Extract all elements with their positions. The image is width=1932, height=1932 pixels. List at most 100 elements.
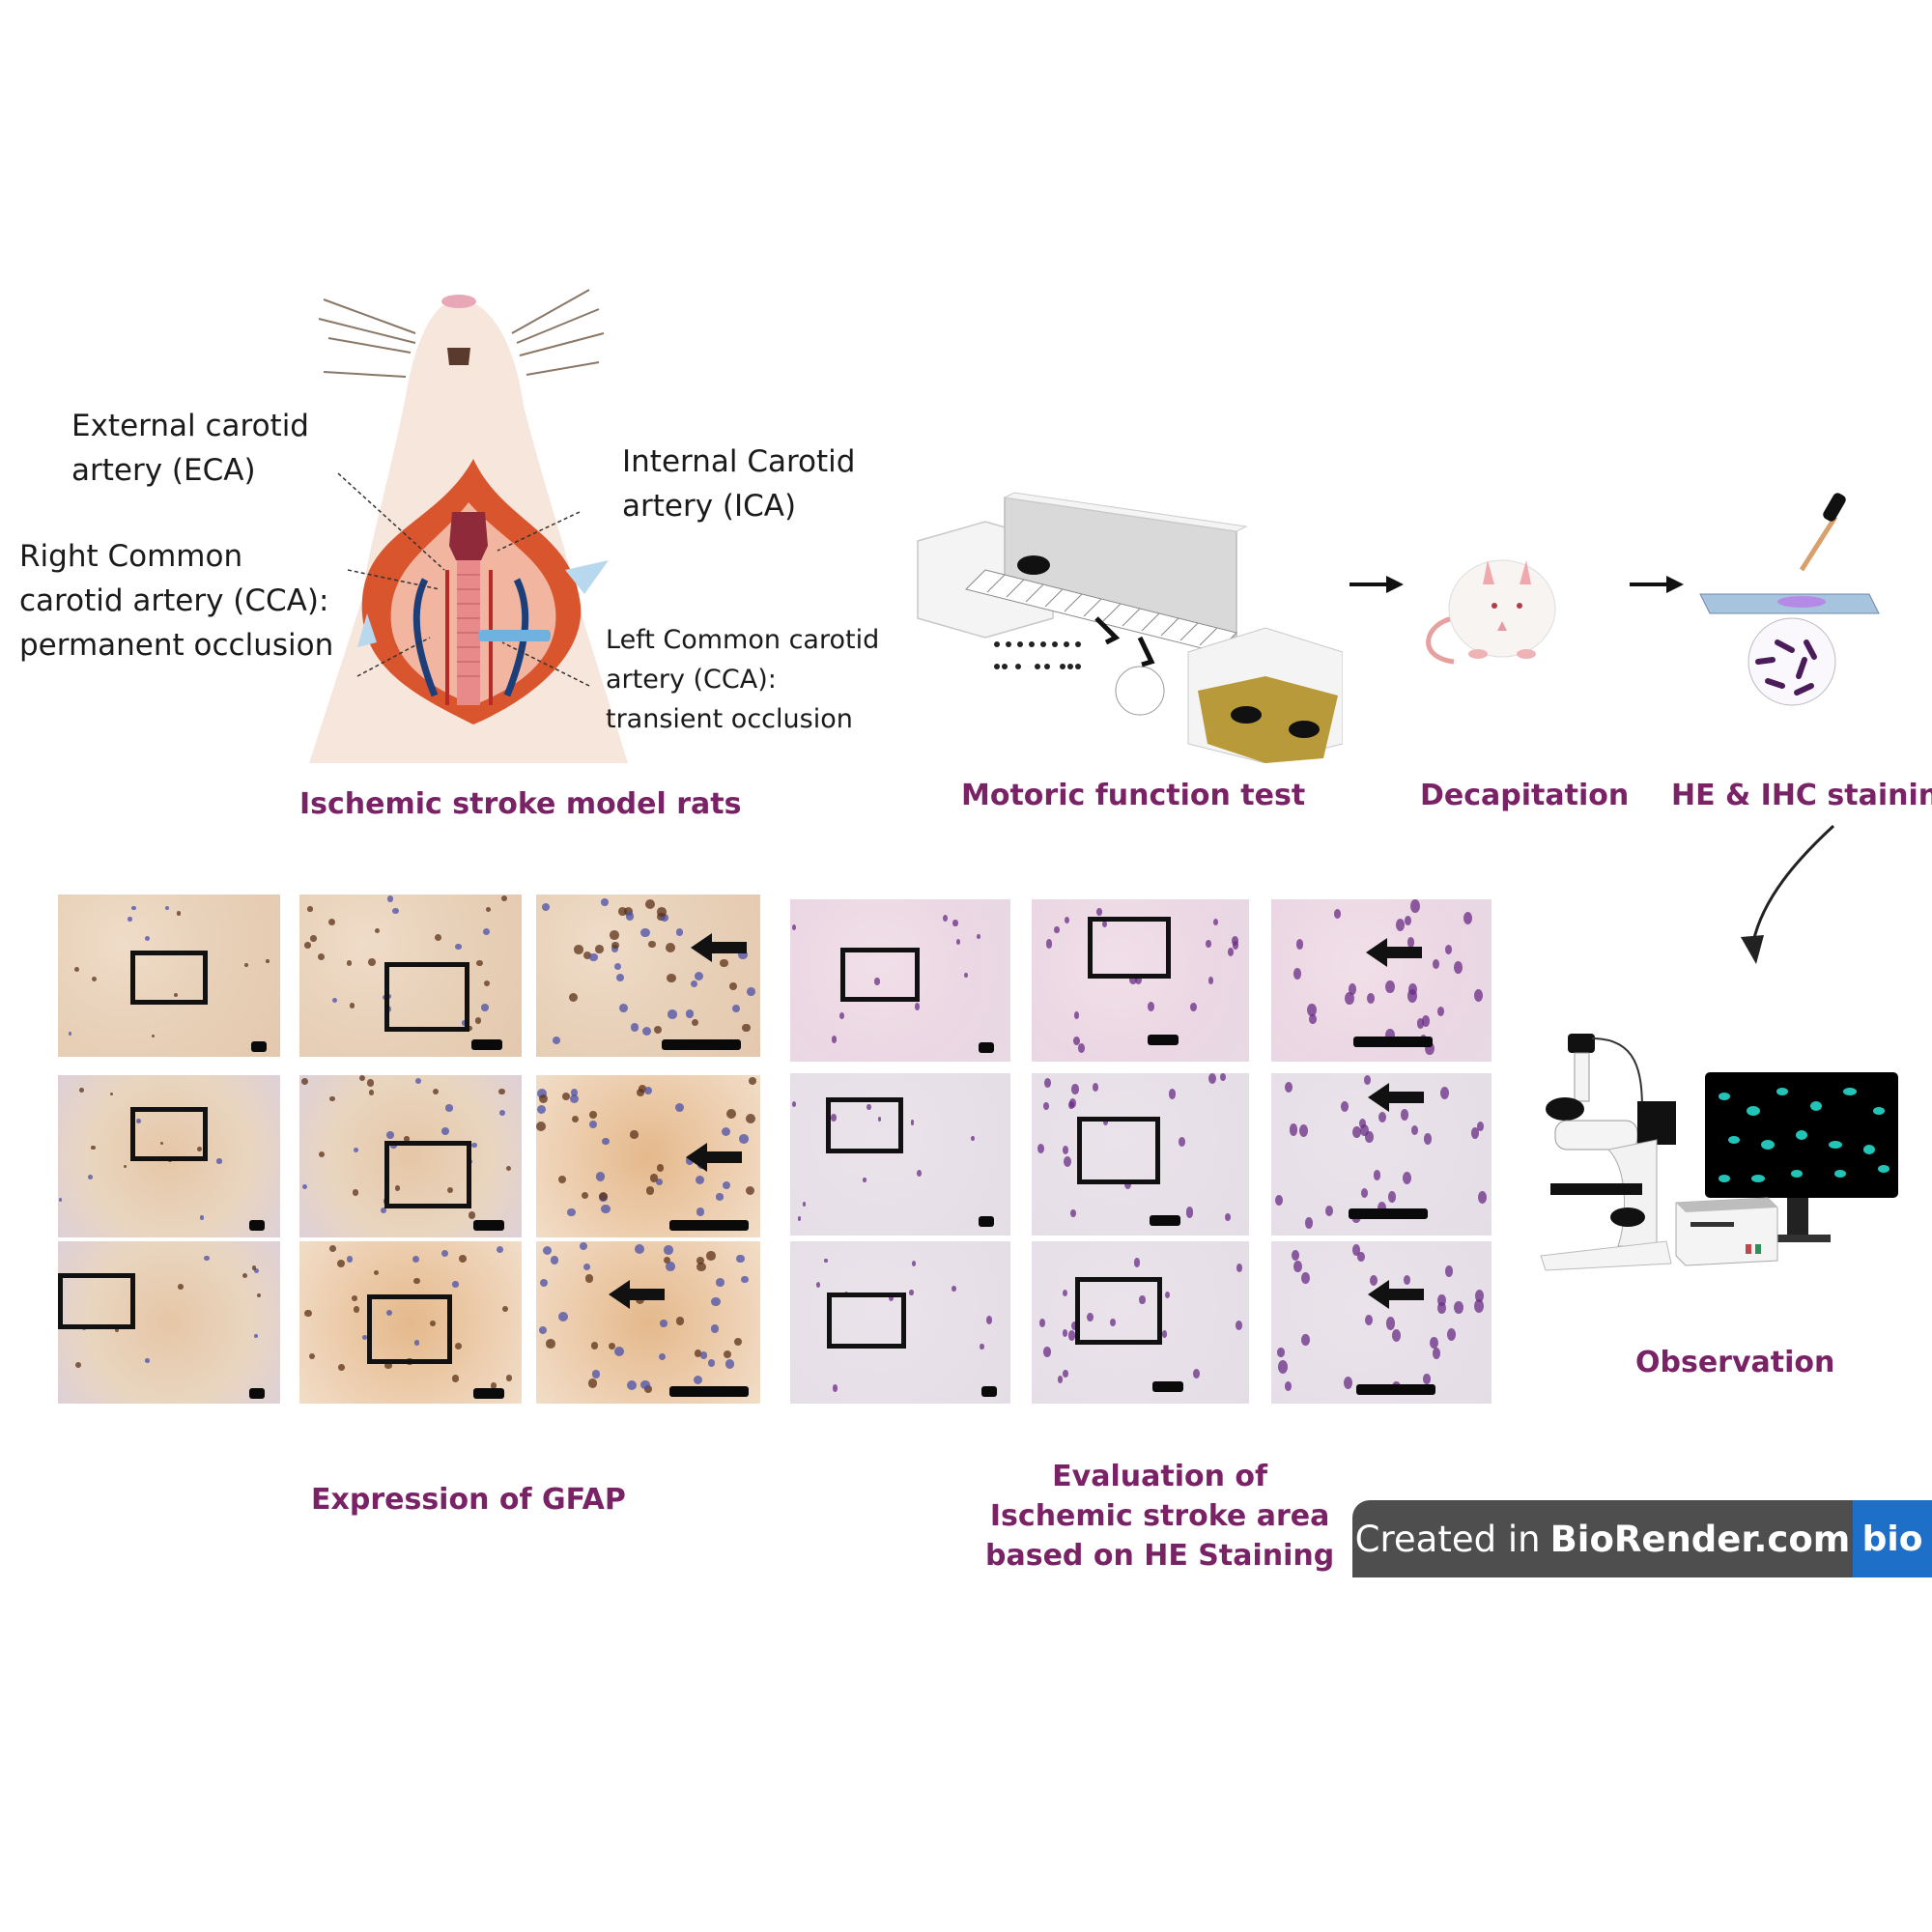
cell-nucleus <box>567 1208 577 1217</box>
cell-nucleus <box>571 1115 580 1123</box>
rat-illustration <box>1426 559 1556 665</box>
cell-nucleus <box>1077 1042 1085 1053</box>
cell-nucleus <box>630 1023 639 1032</box>
scale-bar <box>473 1388 504 1399</box>
cell-nucleus <box>749 1077 756 1086</box>
cell-nucleus <box>732 1004 741 1013</box>
ihc-panel <box>299 1241 522 1404</box>
cell-nucleus <box>824 1258 828 1264</box>
cell-nucleus <box>1361 1188 1369 1199</box>
cell-nucleus <box>589 1121 598 1129</box>
cell-nucleus <box>440 1127 449 1135</box>
cell-nucleus <box>1471 1127 1480 1139</box>
cell-nucleus <box>792 923 797 930</box>
cell-nucleus <box>742 1023 751 1033</box>
rat-nose <box>441 295 476 308</box>
cell-nucleus <box>1179 1137 1186 1147</box>
roi-box <box>58 1273 135 1329</box>
cell-nucleus <box>1453 961 1463 974</box>
cell-nucleus <box>1219 1073 1226 1082</box>
roi-box <box>826 1097 903 1153</box>
cell-nucleus <box>797 1216 801 1221</box>
cell-nucleus <box>665 1262 675 1271</box>
cell-nucleus <box>1043 1102 1049 1111</box>
cell-nucleus <box>1432 1348 1441 1360</box>
he-panel <box>1271 899 1492 1062</box>
cell-nucleus <box>490 1382 497 1389</box>
cell-nucleus <box>254 1334 259 1339</box>
cell-nucleus <box>501 1305 508 1312</box>
arrow-left-icon <box>1368 1280 1424 1309</box>
cell-nucleus <box>1410 899 1420 914</box>
cell-nucleus <box>454 1342 463 1350</box>
cell-nucleus <box>660 1320 668 1327</box>
cell-nucleus <box>257 1293 262 1297</box>
cell-nucleus <box>216 1158 222 1164</box>
cell-nucleus <box>78 1088 84 1094</box>
cell-nucleus <box>1423 1133 1432 1145</box>
cell-nucleus <box>461 1019 468 1026</box>
roi-box <box>1088 917 1171 979</box>
cell-nucleus <box>1417 1018 1425 1029</box>
cell-nucleus <box>914 1003 921 1010</box>
cell-nucleus <box>1285 1081 1293 1093</box>
cell-nucleus <box>722 1180 730 1189</box>
cell-nucleus <box>1295 938 1304 950</box>
cell-nucleus <box>1072 1036 1080 1045</box>
cell-nucleus <box>204 1255 210 1262</box>
cell-nucleus <box>722 1126 731 1136</box>
cell-nucleus <box>644 1385 652 1394</box>
cell-nucleus <box>1437 1293 1446 1306</box>
cell-nucleus <box>384 1361 392 1370</box>
cell-nucleus <box>733 1337 742 1346</box>
cell-nucleus <box>1400 1108 1409 1121</box>
scale-bar <box>1150 1215 1180 1226</box>
cell-nucleus <box>630 1130 639 1139</box>
cell-nucleus <box>301 1183 308 1190</box>
arrow-right-icon <box>1630 576 1684 593</box>
cell-nucleus <box>716 1193 724 1201</box>
cell-nucleus <box>640 927 650 937</box>
caption-he: Evaluation of Ischemic stroke area based… <box>985 1457 1334 1576</box>
biorender-badge[interactable]: Created in BioRender.com bio <box>1352 1500 1932 1577</box>
cell-nucleus <box>909 1290 914 1295</box>
cell-nucleus <box>1370 1274 1378 1286</box>
cell-nucleus <box>943 915 949 923</box>
cell-nucleus <box>985 1316 992 1324</box>
cell-nucleus <box>1275 1195 1283 1207</box>
cell-nucleus <box>644 1086 653 1094</box>
cell-nucleus <box>1067 1329 1076 1341</box>
cell-nucleus <box>581 1191 589 1200</box>
roi-box <box>367 1294 452 1364</box>
cell-nucleus <box>1349 983 1357 996</box>
arrow-left-icon <box>1366 938 1422 967</box>
cell-nucleus <box>412 1255 420 1264</box>
cell-nucleus <box>1351 1243 1361 1256</box>
cell-nucleus <box>327 918 336 926</box>
cell-nucleus <box>1208 1073 1216 1085</box>
cell-nucleus <box>1068 1100 1074 1109</box>
cell-nucleus <box>1454 1300 1463 1315</box>
cell-nucleus <box>1403 1171 1412 1184</box>
cell-nucleus <box>1304 1217 1313 1229</box>
cell-nucleus <box>58 1198 63 1202</box>
cell-nucleus <box>1038 1318 1046 1327</box>
cell-nucleus <box>499 1110 505 1116</box>
cell-nucleus <box>623 907 634 917</box>
cell-nucleus <box>668 1009 678 1020</box>
cell-nucleus <box>634 1243 644 1254</box>
cell-nucleus <box>1378 1111 1386 1122</box>
ladder-rung-apparatus <box>917 492 1343 763</box>
cell-nucleus <box>1043 1347 1051 1357</box>
he-panel <box>1032 1241 1249 1404</box>
cell-nucleus <box>540 1279 549 1288</box>
cell-nucleus <box>911 1260 917 1267</box>
cell-nucleus <box>1340 1100 1349 1112</box>
cell-nucleus <box>917 1169 923 1177</box>
cell-nucleus <box>747 987 755 996</box>
cell-nucleus <box>645 899 656 910</box>
cell-nucleus <box>666 943 676 953</box>
he-panel <box>1271 1073 1492 1236</box>
cell-nucleus <box>570 1089 578 1096</box>
cell-nucleus <box>366 1079 375 1087</box>
